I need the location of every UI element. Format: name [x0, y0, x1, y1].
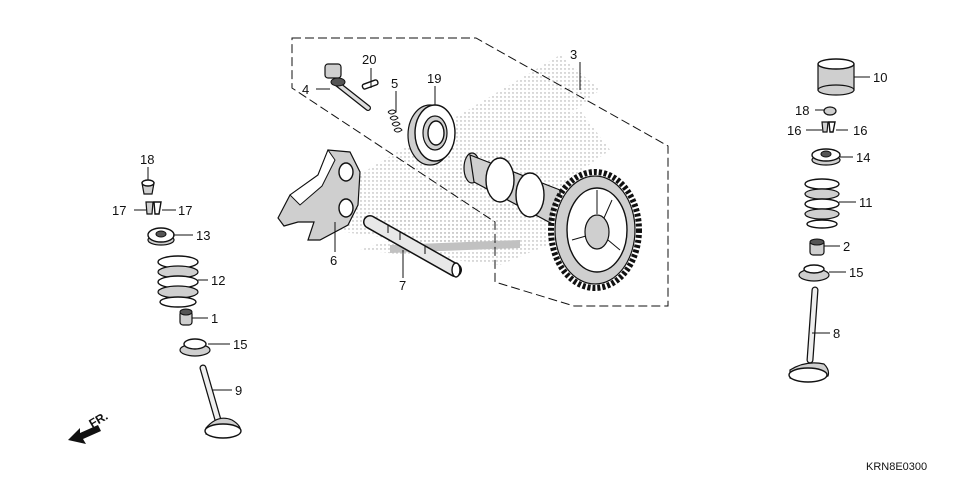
part-6-rocker-arm — [277, 148, 361, 241]
label-4: 4 — [302, 82, 309, 97]
label-10: 10 — [873, 70, 887, 85]
part-12-spring — [157, 255, 199, 308]
part-15-right-seat — [798, 264, 830, 282]
part-labels: 20 4 5 19 3 6 7 18 17 17 13 12 1 15 9 10… — [112, 47, 887, 398]
part-11-spring — [804, 178, 840, 229]
label-17-right: 17 — [178, 203, 192, 218]
label-15-left: 15 — [233, 337, 247, 352]
part-19-bearing — [407, 104, 456, 166]
part-13-retainer — [147, 227, 175, 246]
label-3: 3 — [570, 47, 577, 62]
label-13: 13 — [196, 228, 210, 243]
label-2: 2 — [843, 239, 850, 254]
label-1: 1 — [211, 311, 218, 326]
label-8: 8 — [833, 326, 840, 341]
part-10-tappet — [817, 58, 855, 96]
label-6: 6 — [330, 253, 337, 268]
part-4-shaft — [324, 63, 371, 111]
label-9: 9 — [235, 383, 242, 398]
part-2-right-seal — [809, 238, 825, 256]
label-19: 19 — [427, 71, 441, 86]
label-16-right: 16 — [853, 123, 867, 138]
part-18-left-cap — [141, 179, 155, 195]
diagram-code: KRN8E0300 — [866, 461, 927, 473]
part-9-valve — [199, 364, 242, 439]
part-8-valve — [788, 286, 830, 383]
part-7-shaft — [363, 215, 462, 278]
label-12: 12 — [211, 273, 225, 288]
label-15-right: 15 — [849, 265, 863, 280]
label-18-right: 18 — [795, 103, 809, 118]
label-16-left: 16 — [787, 123, 801, 138]
label-18-left: 18 — [140, 152, 154, 167]
label-17-left: 17 — [112, 203, 126, 218]
part-15-left-seat — [179, 338, 211, 357]
label-5: 5 — [391, 76, 398, 91]
part-18-right-shim — [823, 106, 837, 116]
label-20: 20 — [362, 52, 376, 67]
part-3-camshaft — [463, 152, 642, 291]
part-16-right-cotters — [821, 121, 836, 133]
front-arrow-icon: FR. — [68, 409, 110, 444]
label-7: 7 — [399, 278, 406, 293]
part-14-retainer — [811, 148, 841, 166]
assembly-boundary — [291, 37, 669, 307]
leader-lines — [134, 62, 870, 391]
part-5-spring — [387, 109, 403, 133]
label-14: 14 — [856, 150, 870, 165]
label-11: 11 — [859, 195, 873, 210]
part-20-pin — [361, 79, 379, 90]
part-17-left-cotters — [145, 201, 162, 215]
part-1-left-seal — [179, 308, 193, 326]
front-direction-label: FR. — [87, 409, 111, 431]
